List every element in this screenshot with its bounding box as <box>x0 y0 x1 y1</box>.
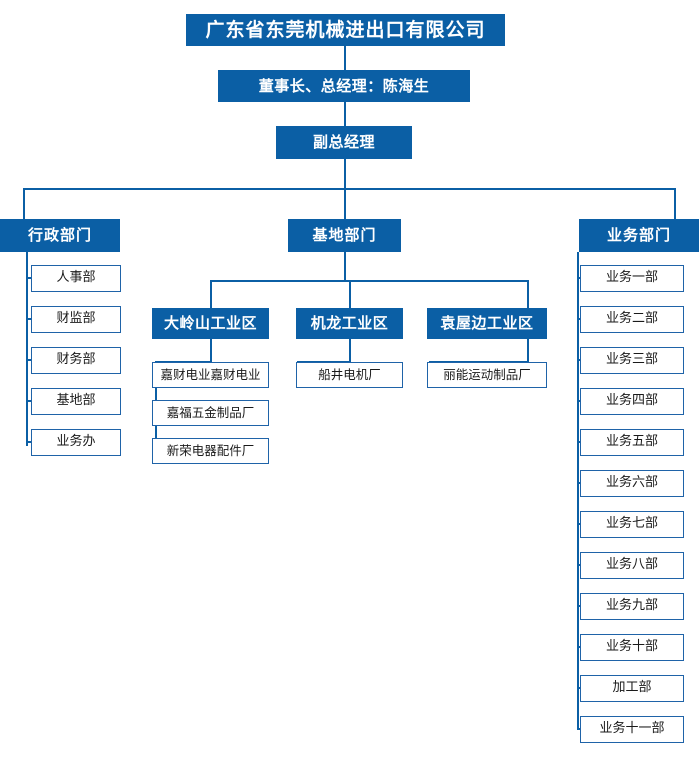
node-factory[interactable]: 嘉福五金制品厂 <box>152 400 269 426</box>
node-admin-child[interactable]: 基地部 <box>31 388 121 415</box>
node-business-child[interactable]: 业务八部 <box>580 552 684 579</box>
node-dept-business[interactable]: 业务部门 <box>579 219 699 252</box>
connector-admin-spine <box>26 252 28 446</box>
node-business-child[interactable]: 业务七部 <box>580 511 684 538</box>
node-admin-child[interactable]: 财务部 <box>31 347 121 374</box>
connector-zone-bus <box>210 280 529 282</box>
node-factory[interactable]: 新荣电器配件厂 <box>152 438 269 464</box>
node-business-child[interactable]: 业务九部 <box>580 593 684 620</box>
connector-zone-drop-1 <box>210 280 212 308</box>
node-root-company[interactable]: 广东省东莞机械进出口有限公司 <box>186 14 505 46</box>
node-factory[interactable]: 船井电机厂 <box>296 362 403 388</box>
connector-base-down <box>344 252 346 280</box>
connector-zone-drop-2 <box>349 280 351 308</box>
node-business-child[interactable]: 业务五部 <box>580 429 684 456</box>
node-zone-jilong[interactable]: 机龙工业区 <box>296 308 403 339</box>
node-factory[interactable]: 丽能运动制品厂 <box>427 362 547 388</box>
connector-deputy-down <box>344 159 346 188</box>
connector-root-to-chairman <box>344 46 346 70</box>
connector-admin-elbow-3 <box>26 359 33 361</box>
node-admin-child[interactable]: 财监部 <box>31 306 121 333</box>
node-admin-child[interactable]: 人事部 <box>31 265 121 292</box>
connector-admin-elbow-1 <box>26 277 33 279</box>
node-zone-daling[interactable]: 大岭山工业区 <box>152 308 269 339</box>
node-business-child[interactable]: 业务三部 <box>580 347 684 374</box>
connector-admin-elbow-5 <box>26 441 33 443</box>
connector-admin-elbow-2 <box>26 318 33 320</box>
connector-admin-elbow-4 <box>26 400 33 402</box>
connector-zone3-spine <box>527 339 529 361</box>
node-business-child[interactable]: 业务十部 <box>580 634 684 661</box>
connector-zone2-spine <box>349 339 351 361</box>
node-business-child[interactable]: 业务四部 <box>580 388 684 415</box>
node-admin-child[interactable]: 业务办 <box>31 429 121 456</box>
node-business-child[interactable]: 业务十一部 <box>580 716 684 743</box>
node-dept-admin[interactable]: 行政部门 <box>0 219 120 252</box>
connector-chairman-to-deputy <box>344 102 346 126</box>
connector-main-bus <box>23 188 676 190</box>
node-dept-base[interactable]: 基地部门 <box>288 219 401 252</box>
node-chairman-gm[interactable]: 董事长、总经理：陈海生 <box>218 70 470 102</box>
node-zone-yuanwubian[interactable]: 袁屋边工业区 <box>427 308 547 339</box>
connector-bus-to-base <box>344 188 346 219</box>
node-business-child[interactable]: 业务一部 <box>580 265 684 292</box>
node-factory[interactable]: 嘉财电业嘉财电业 <box>152 362 269 388</box>
node-business-child[interactable]: 业务六部 <box>580 470 684 497</box>
node-business-child[interactable]: 加工部 <box>580 675 684 702</box>
connector-bus-to-admin <box>23 188 25 219</box>
connector-bus-to-business <box>674 188 676 219</box>
node-business-child[interactable]: 业务二部 <box>580 306 684 333</box>
node-deputy-gm[interactable]: 副总经理 <box>276 126 412 159</box>
connector-business-spine <box>577 252 579 729</box>
connector-zone-drop-3 <box>527 280 529 308</box>
connector-zone1-spine <box>210 339 212 361</box>
